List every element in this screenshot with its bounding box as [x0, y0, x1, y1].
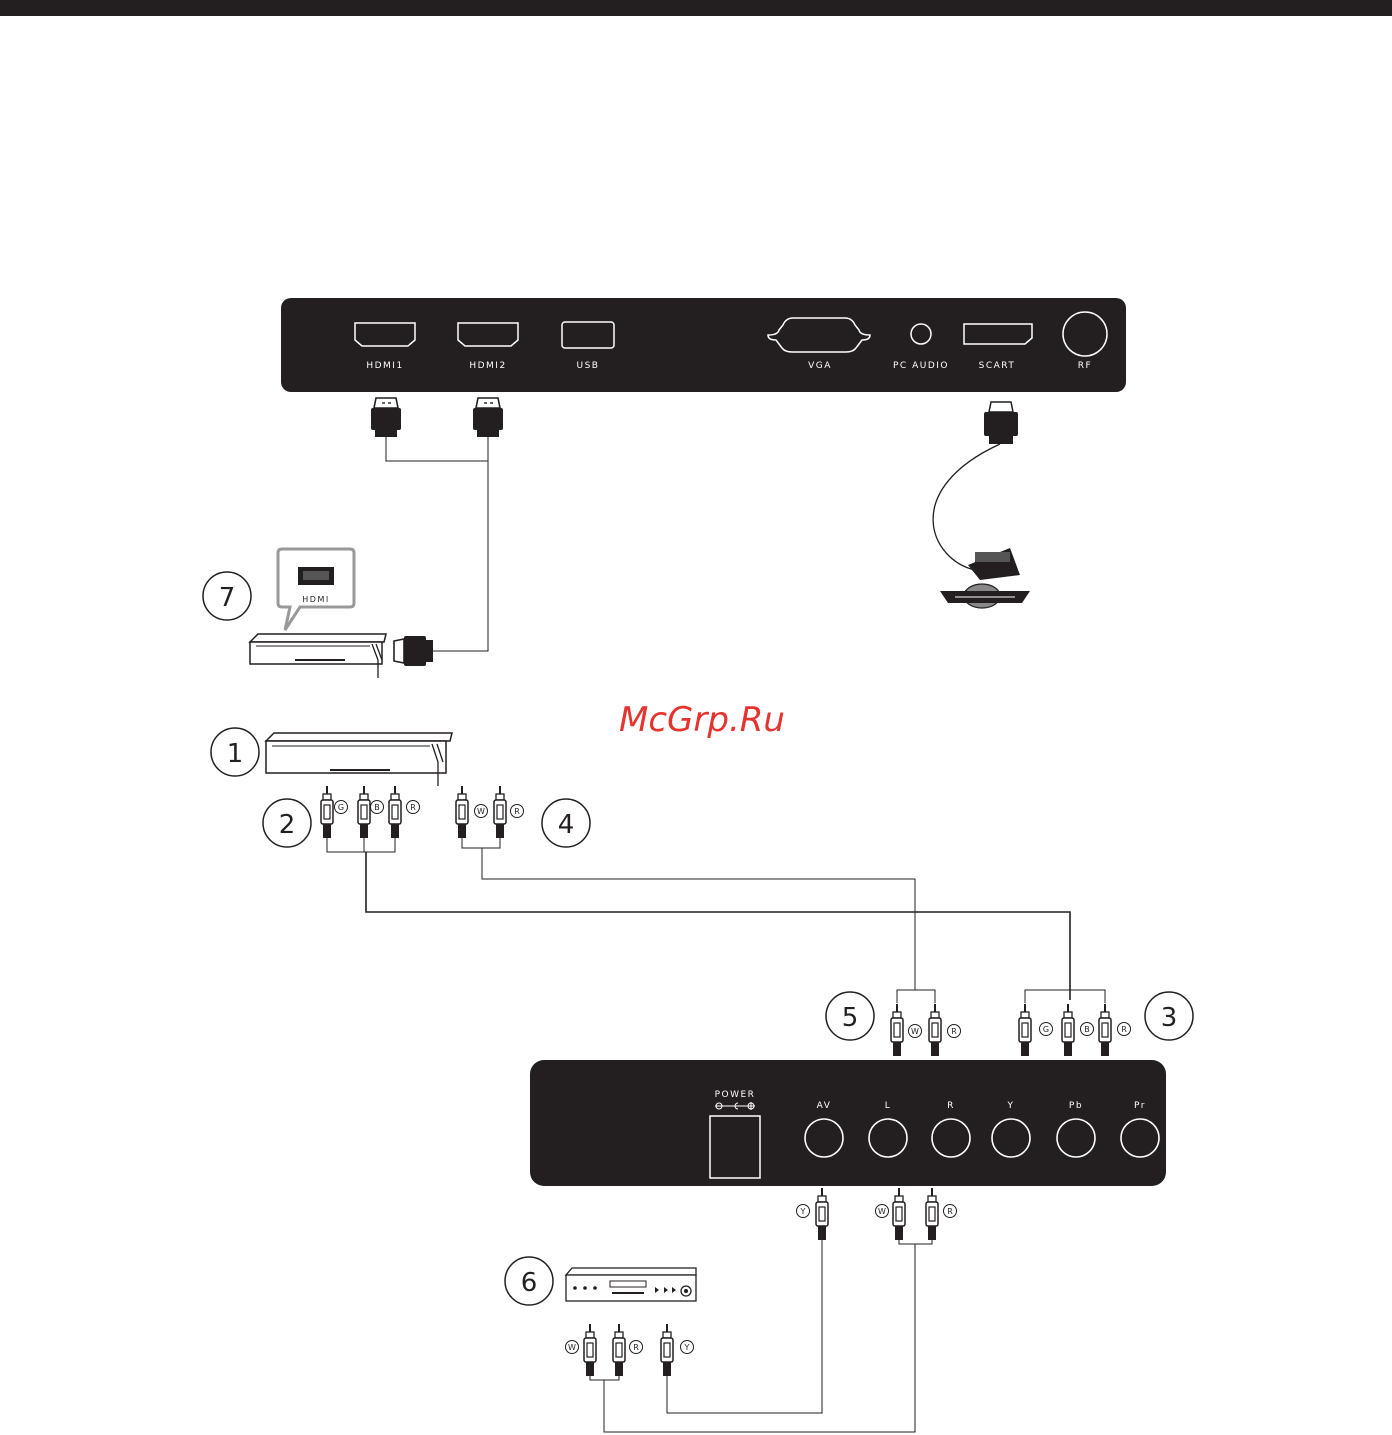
- adapter-input-panel: [530, 1060, 1166, 1186]
- component-audio-cables: [327, 838, 1070, 1000]
- rca-plug-yellow-av-icon: [816, 1188, 828, 1240]
- av-label: AV: [817, 1101, 832, 1111]
- tag-w-lr: W: [878, 1207, 886, 1216]
- tv-input-panel: [281, 298, 1126, 392]
- number-1: 1: [227, 739, 244, 769]
- set-top-box-7-icon: [250, 634, 386, 678]
- tag-r-4: R: [514, 807, 520, 816]
- tag-r-3: R: [1121, 1025, 1127, 1034]
- y-label: Y: [1007, 1101, 1015, 1111]
- pb-label: Pb: [1069, 1101, 1083, 1111]
- tag-b-2: B: [374, 803, 380, 812]
- rca-plug-green-icon: [321, 786, 333, 838]
- rca-plug-red-3-icon: [1099, 1004, 1111, 1056]
- rca-plug-green-3-icon: [1019, 1004, 1031, 1056]
- rca-plug-red-r-icon: [926, 1188, 938, 1240]
- dvd-player-6-icon: [566, 1268, 696, 1301]
- rca-plug-white-icon: [456, 786, 468, 838]
- hdmi2-label: HDMI2: [469, 361, 506, 371]
- set-top-box-1-icon: [266, 733, 452, 786]
- rca-plug-white-5-icon: [891, 1004, 903, 1056]
- scart-plug-icon: [984, 402, 1018, 444]
- vga-label: VGA: [808, 361, 832, 371]
- rf-label: RF: [1078, 361, 1092, 371]
- tag-w-4: W: [477, 807, 485, 816]
- number-5: 5: [842, 1003, 859, 1033]
- hdmi-plug-7-icon: [394, 636, 433, 666]
- watermark: McGrp.Ru: [619, 700, 785, 740]
- rca-plug-blue-icon: [358, 786, 370, 838]
- tag-w-5: W: [911, 1027, 919, 1036]
- tag-r-6: R: [633, 1343, 639, 1352]
- number-4: 4: [558, 810, 575, 840]
- rca-plug-yellow-6-icon: [661, 1324, 673, 1376]
- tag-b-3: B: [1084, 1025, 1090, 1034]
- rca-plug-red-audio-icon: [494, 786, 506, 838]
- tag-y-av: Y: [800, 1207, 806, 1216]
- number-2: 2: [279, 810, 296, 840]
- tag-g-3: G: [1043, 1025, 1049, 1034]
- tag-g-2: G: [338, 803, 344, 812]
- tag-r-lr: R: [947, 1207, 953, 1216]
- number-3: 3: [1161, 1003, 1178, 1033]
- tag-w-6: W: [568, 1343, 576, 1352]
- tag-y-6: Y: [684, 1343, 690, 1352]
- pr-label: Pr: [1134, 1101, 1146, 1111]
- number-6: 6: [521, 1268, 538, 1298]
- tag-r-5: R: [951, 1027, 957, 1036]
- rca-plug-white-l-icon: [893, 1188, 905, 1240]
- r-label: R: [947, 1101, 955, 1111]
- usb-label: USB: [577, 361, 600, 371]
- l-label: L: [885, 1101, 892, 1111]
- hdmi1-label: HDMI1: [366, 361, 403, 371]
- tag-r-2: R: [410, 803, 416, 812]
- hdmi2-plug-icon: [473, 398, 503, 437]
- hdmi-callout: [278, 549, 354, 630]
- hdmi-callout-label: HDMI: [302, 595, 329, 604]
- pc-audio-label: PC AUDIO: [893, 361, 949, 371]
- scart-cable: [933, 444, 1000, 570]
- hdmi1-plug-icon: [371, 398, 401, 437]
- power-label: POWER: [715, 1090, 756, 1100]
- hdmi-cable: [386, 437, 488, 651]
- rca-plug-red-icon: [389, 786, 401, 838]
- rca-plug-blue-3-icon: [1062, 1004, 1074, 1056]
- rca-plug-red-6-icon: [613, 1324, 625, 1376]
- rca-plug-white-6-icon: [584, 1324, 596, 1376]
- rca-plug-red-5-icon: [929, 1004, 941, 1056]
- number-7: 7: [219, 583, 236, 613]
- scart-connector-icon: [940, 548, 1030, 608]
- scart-label: SCART: [979, 361, 1016, 371]
